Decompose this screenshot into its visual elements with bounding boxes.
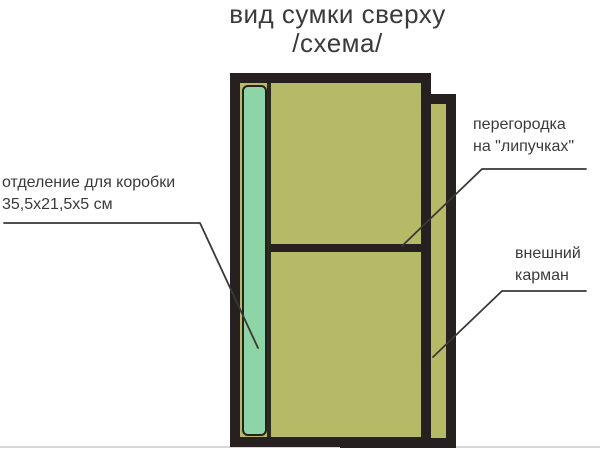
label-partition-line2: на "липучках"	[473, 138, 575, 155]
box-compartment-strip	[242, 85, 267, 436]
label-box-compartment-line1: отделение для коробки	[2, 174, 176, 191]
partition-bar	[271, 244, 421, 252]
label-outer-pocket: внешний карман	[515, 243, 600, 287]
diagram-title: вид сумки сверху /схема/	[75, 0, 600, 58]
label-box-compartment: отделение для коробки 35,5х21,5х5 см	[2, 172, 222, 216]
photo-edge-line	[0, 446, 600, 448]
diagram-title-line1: вид сумки сверху	[229, 0, 446, 29]
bag-outline-shape	[230, 73, 431, 447]
diagram-title-line2: /схема/	[292, 28, 383, 58]
label-outer-pocket-line1: внешний	[515, 245, 581, 262]
label-outer-pocket-line2: карман	[515, 267, 569, 284]
label-box-compartment-line2: 35,5х21,5х5 см	[2, 196, 113, 213]
leader-line-box-compartment	[3, 222, 259, 349]
compartment-left-border	[267, 83, 271, 437]
label-partition: перегородка на "липучках"	[473, 114, 598, 158]
label-partition-line1: перегородка	[473, 116, 566, 133]
